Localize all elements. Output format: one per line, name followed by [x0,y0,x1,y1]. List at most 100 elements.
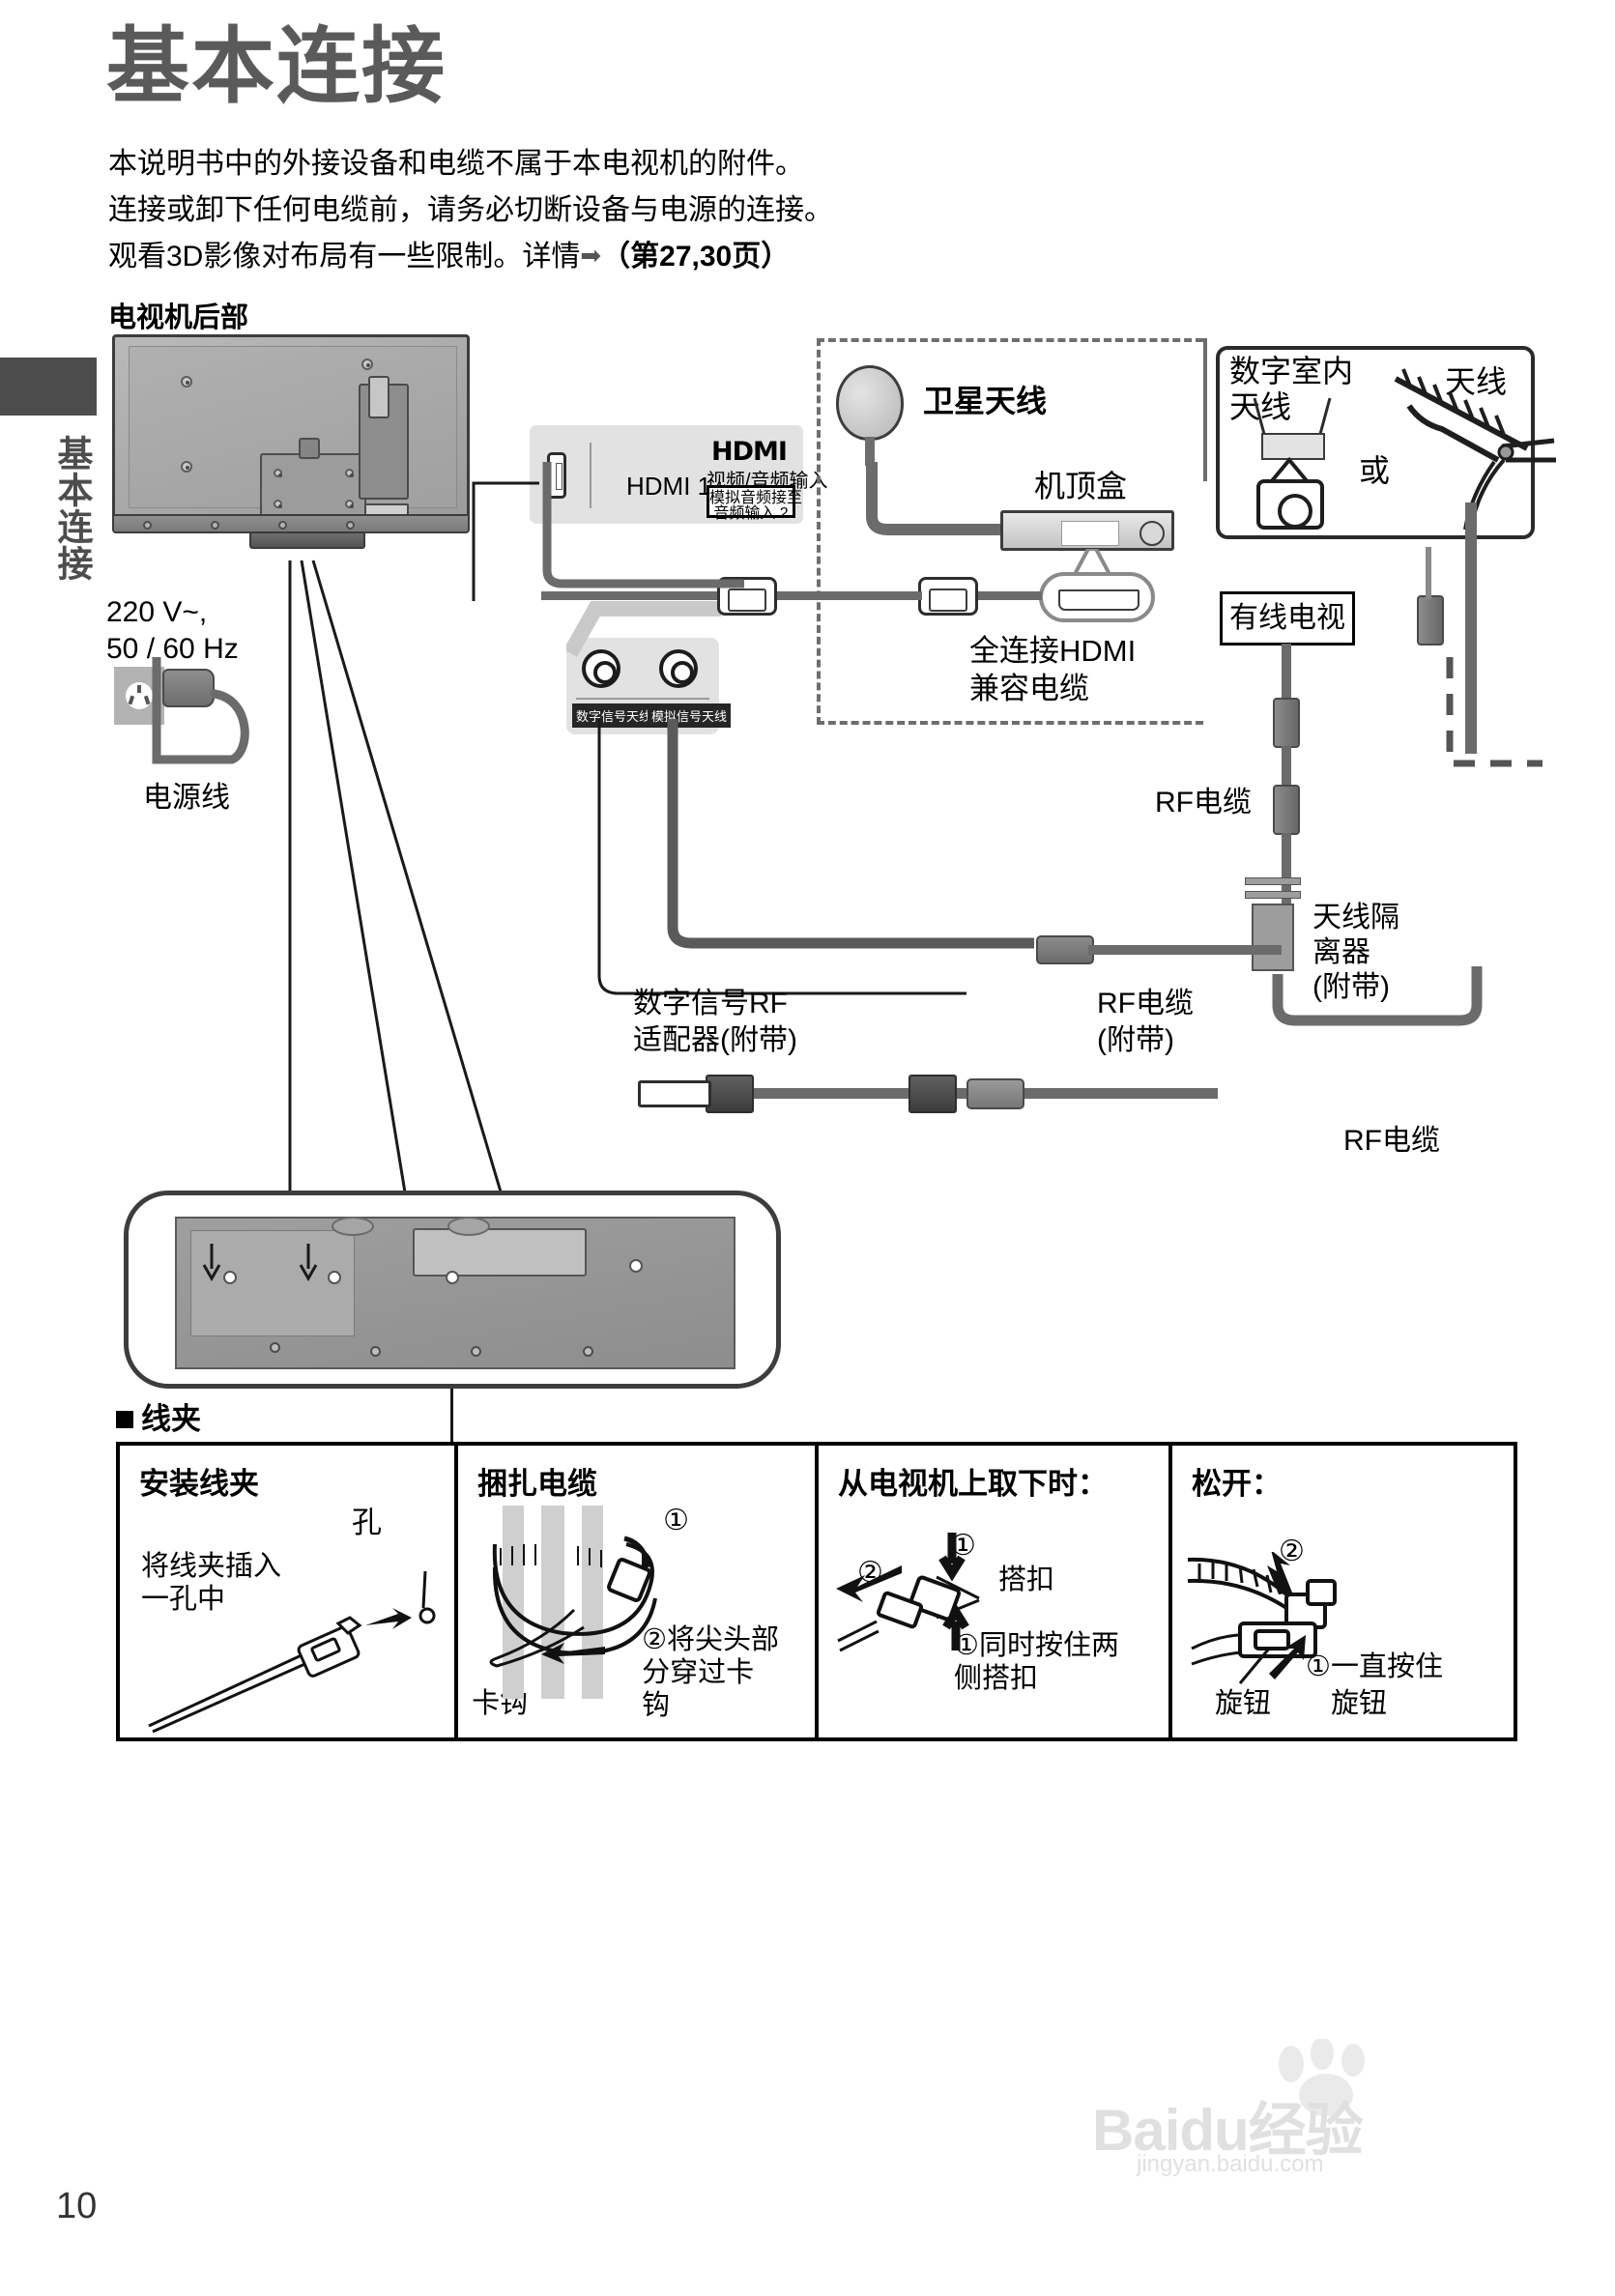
tv-screw [345,469,354,477]
tv-mount-bracket [260,438,366,521]
hdmi-port-icon [1058,589,1139,611]
rf-adapter-cable-paths [597,719,1034,995]
power-cord-label: 电源线 [143,782,230,814]
clamp-release-illustration [1187,1552,1337,1684]
antenna-isolator-icon [1252,904,1294,971]
clamp-hole [328,1271,341,1284]
tv-screw [274,500,282,508]
stb-display [1061,521,1119,546]
bundle-step2-text: ②将尖头部 分穿过卡 钩 [642,1624,780,1722]
clamp-panel-bundle: 捆扎电缆 卡钩 ②将尖头部 分穿过卡 钩 ① [458,1446,819,1737]
hdmi-cable-line [541,591,735,600]
hdmi-cable-segment [978,591,1042,600]
clamp-hole [629,1259,643,1273]
buckle-label: 搭扣 [998,1564,1055,1595]
detail-screw [270,1342,280,1353]
clamp-section-heading: 线夹 [116,1394,201,1438]
analog-antenna-jack-icon [659,649,698,688]
isolator-ring [1245,891,1301,899]
rf-adapter-label: 数字信号RF 适配器(附带) [633,988,797,1056]
indoor-antenna-connector-arrow [1268,456,1311,485]
clamp-hole [446,1271,459,1284]
divider [590,443,591,508]
yagi-antenna-icon [1394,368,1556,531]
rf-wire [1426,547,1431,599]
tv-screw [345,500,354,508]
hdmi-analog-audio-note: 模拟音频接至 音频输入 2 [707,485,802,522]
detail-screw [471,1346,481,1357]
detail-screw [370,1346,381,1357]
clamp-panel-release: 松开： 旋钮 旋钮 ①一直按住 ② [1172,1446,1514,1737]
knob-label-left: 旋钮 [1214,1688,1271,1719]
tv-port-block [359,384,409,500]
page-reference: （第27,30页） [601,241,791,273]
clamp-heading-label: 线夹 [141,1402,201,1436]
knob-label-right: 旋钮 [1330,1688,1387,1719]
detail-slot [413,1228,587,1277]
tv-screw [211,521,219,530]
outlet-pins-icon [128,685,151,705]
tv-bottom-detail-callout [124,1191,781,1389]
hdmi-cable-label: 全连接HDMI 兼容电缆 [969,634,1137,705]
rf-wire [677,1088,966,1099]
tv-screw [346,521,355,530]
clamp-panel-body: 将线夹插入 一孔中 [141,1551,282,1616]
rf-cable-label-right: RF电缆 [1343,1125,1440,1157]
rf-connector-icon [1273,698,1300,748]
hdmi-port-leader [472,481,539,601]
rf-cable-label: RF电缆 [1155,787,1252,818]
side-tab-label: 基本连接 [52,435,92,582]
intro-line-3: 观看3D影像对布局有一些限制。详情➡（第27,30页） [108,243,790,272]
or-label: 或 [1359,453,1391,488]
arrow-right-icon: ➡ [580,241,602,270]
intro-line-1: 本说明书中的外接设备和电缆不属于本电视机的附件。 [108,148,804,180]
cable-bundle-illustration [489,1506,658,1699]
clamp-instruction-table: 安装线夹 将线夹插入 一孔中 孔 捆扎电缆 卡钩 ②将尖头部 分穿过卡 钩 ① [116,1442,1517,1741]
clamp-panel-title: 从电视机上取下时： [838,1467,1108,1501]
cable-tv-label: 有线电视 [1220,591,1355,646]
satellite-region-dashed-box [817,338,1203,725]
power-plug-icon [162,669,215,707]
clamp-remove-illustration [836,1533,980,1652]
digital-antenna-tag: 数字信号天线 [572,703,656,728]
watermark-brand: Baidu经验 [1092,2098,1364,2163]
rf-cable-right-run [1272,966,1483,1026]
bullet-icon [116,1411,133,1428]
clamp-panel-title: 安装线夹 [139,1467,259,1501]
satellite-dish-icon [836,365,904,441]
power-cord-line [152,657,249,764]
rf-wire [995,1088,1218,1099]
tv-bottom-detail-panel [175,1217,735,1369]
clamp-panel-title: 捆扎电缆 [477,1467,598,1501]
tv-rear-panel [112,334,470,532]
watermark: Baidu经验 jingyan.baidu.com [1082,2039,1488,2184]
tv-hdmi-port [368,376,389,418]
tv-screw [274,469,282,477]
side-tab-block [0,358,97,416]
hdmi-plug-icon [918,577,978,616]
satellite-dish-arm [865,437,875,466]
stb-dial [1139,521,1165,546]
hdmi-logo: HDMI [711,437,788,467]
rf-wire [1088,945,1282,955]
tv-screw [181,461,192,473]
tv-screw [278,521,287,530]
clamp-panel-install: 安装线夹 将线夹插入 一孔中 孔 [120,1446,459,1737]
set-top-box-icon [1000,510,1174,551]
indoor-antenna-body [1261,433,1325,460]
intro-line-2: 连接或卸下任何电缆前，请务必切断设备与电源的连接。 [108,194,833,226]
tv-screw [181,376,192,387]
antenna-panel-leader [566,601,721,657]
tv-stand [249,531,365,549]
detail-connector-line [450,1389,453,1445]
hdmi-port-label: HDMI 1 [626,472,712,501]
antenna-mast [1465,502,1477,754]
power-spec-label: 220 V~, 50 / 60 Hz [106,596,239,665]
page-number: 10 [56,2186,98,2226]
tv-screw [361,359,373,370]
rf-cable-supplied-label: RF电缆 (附带) [1097,988,1194,1056]
tv-back-label: 电视机后部 [108,302,249,333]
tv-screw [143,521,152,530]
paw-logo-icon [1279,2039,1365,2116]
